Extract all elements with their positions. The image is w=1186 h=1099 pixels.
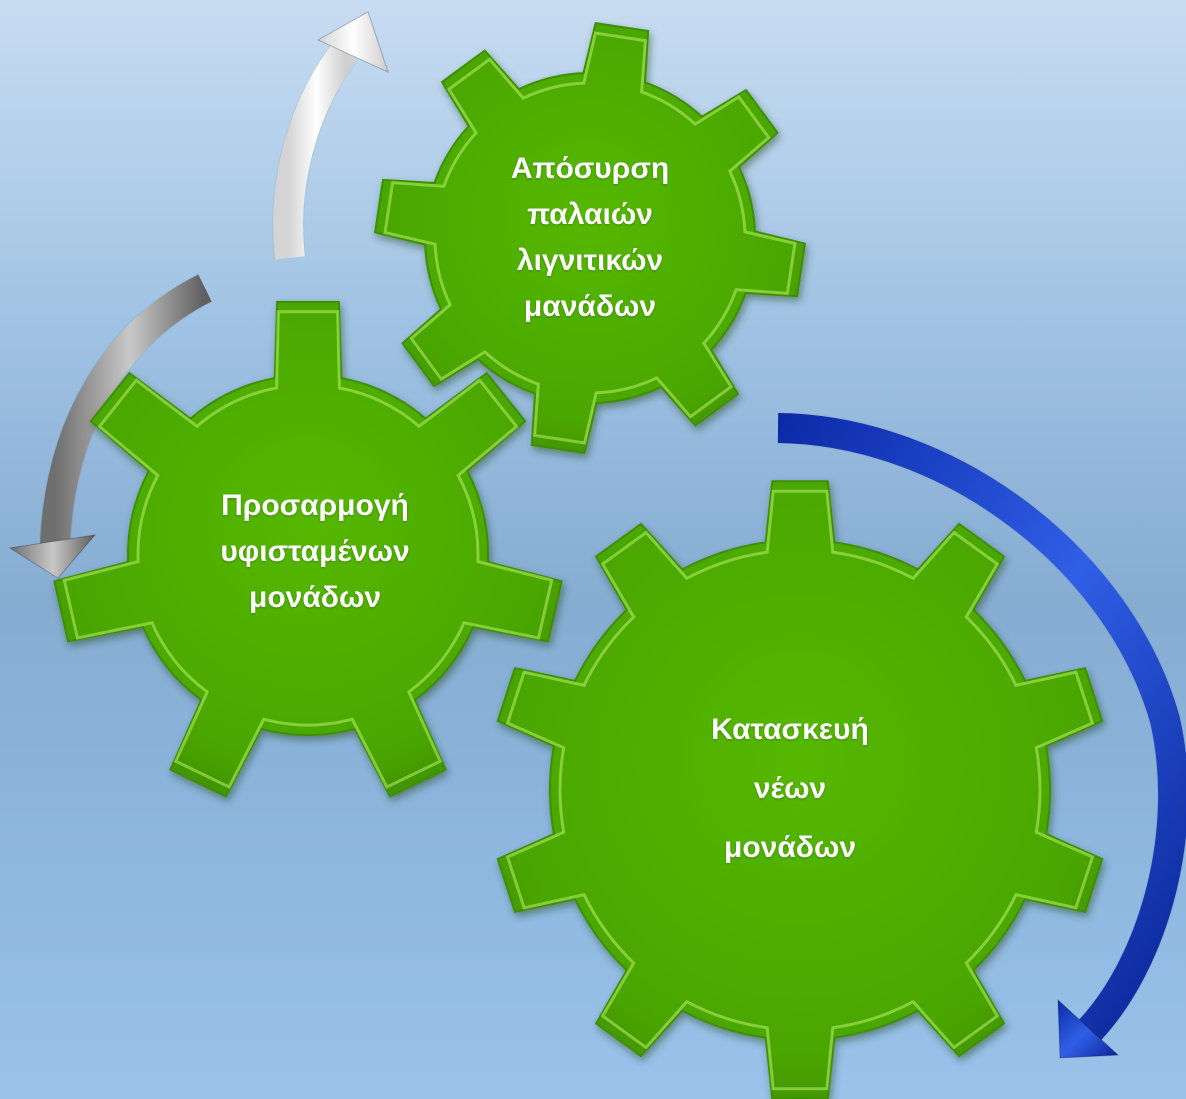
gear-adaptation-body — [53, 300, 563, 798]
arrow-white-icon — [272, 11, 389, 260]
arrow-blue-icon — [777, 412, 1186, 1059]
label-line: μονάδων — [723, 831, 857, 864]
gear-withdrawal-body — [373, 21, 807, 455]
gear-withdrawal-highlight — [383, 31, 797, 445]
label-line: υφισταμένων — [220, 535, 410, 568]
label-line: μονάδων — [248, 581, 382, 614]
label-line: Προσαρμογή — [221, 489, 409, 522]
label-line: λιγνιτικών — [516, 244, 664, 277]
gear-construction-highlight — [505, 489, 1095, 1091]
arrow-white-icon-shaft — [273, 42, 358, 260]
label-line: Απόσυρση — [510, 152, 670, 185]
gear-construction-body — [496, 480, 1104, 1099]
gear-label-construction: Κατασκευή νέων μονάδων — [640, 700, 940, 877]
label-line: μανάδων — [523, 290, 657, 323]
gear-label-adaptation: Προσαρμογή υφισταμένων μονάδων — [150, 483, 480, 621]
arrow-gray-icon — [8, 273, 213, 579]
gear-construction — [496, 480, 1104, 1099]
arrow-white-icon-head — [316, 11, 389, 73]
arrow-blue-icon-head — [1057, 998, 1120, 1059]
gear-withdrawal — [373, 21, 807, 455]
label-line: Κατασκευή — [711, 713, 869, 746]
label-line: νέων — [753, 772, 827, 805]
gear-adaptation — [53, 300, 563, 798]
arrow-gray-icon-head — [8, 534, 97, 579]
label-line: παλαιών — [527, 198, 653, 231]
gear-adaptation-highlight — [62, 310, 554, 789]
arrow-blue-icon-shaft — [777, 413, 1186, 1041]
arrow-gray-icon-shaft — [40, 274, 212, 546]
gear-label-withdrawal: Απόσυρση παλαιών λιγνιτικών μανάδων — [460, 146, 720, 330]
